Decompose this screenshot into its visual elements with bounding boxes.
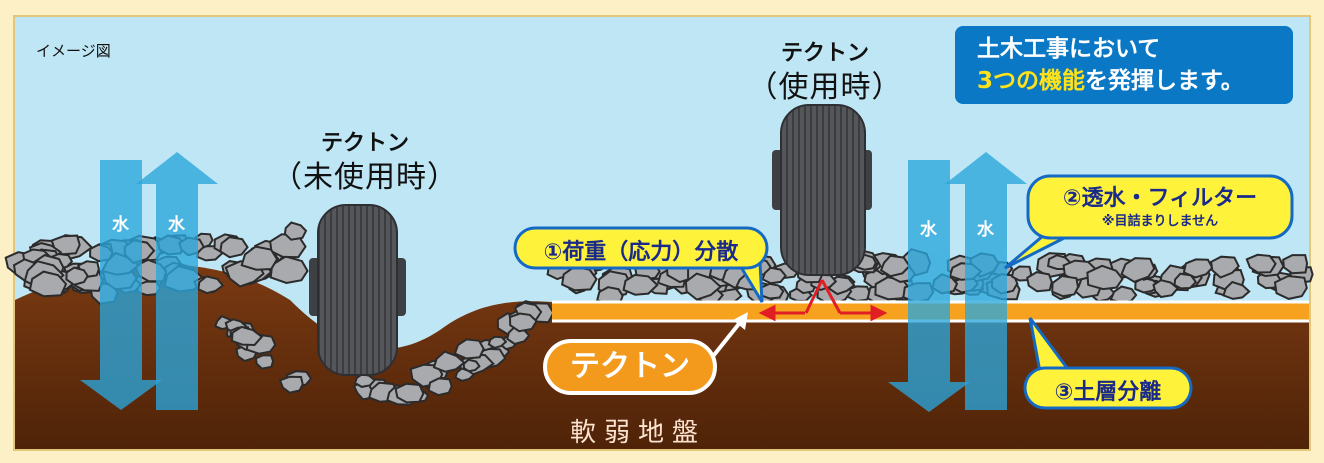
tire-used: [772, 104, 872, 276]
stone: [394, 382, 425, 404]
callout-permeability-note: ※目詰まりしません: [1101, 214, 1219, 229]
stone: [453, 338, 485, 360]
stone: [283, 221, 308, 241]
headline-rest: を発揮します。: [1085, 68, 1244, 94]
tire-used-state: （使用時）: [747, 70, 903, 105]
stone: [278, 375, 304, 394]
tecton-badge-label: テクトン: [570, 349, 690, 384]
headline-line-2: 3つの機能を発揮します。: [977, 65, 1293, 97]
stone: [1120, 257, 1156, 283]
stone: [1282, 254, 1309, 275]
stone: [487, 335, 508, 349]
callout-soil-separation: [1023, 317, 1193, 410]
stone: [240, 245, 279, 271]
water-label-4: 水: [977, 220, 994, 240]
stone: [1051, 274, 1080, 298]
stone: [761, 266, 787, 285]
tire-used-name: テクトン: [780, 41, 869, 66]
callout-load-label: ①荷重（応力）分散: [543, 240, 739, 265]
stone: [462, 358, 481, 373]
stone: [197, 275, 225, 295]
callout-load-dispersion: [513, 226, 769, 303]
stone: [1245, 253, 1277, 274]
stone: [879, 254, 911, 278]
stone: [622, 273, 659, 296]
water-arrow-down-right: [888, 160, 970, 412]
callout-permeability: [1004, 174, 1294, 270]
stone: [684, 272, 723, 301]
tecton-label-badge: [543, 312, 748, 395]
stone: [1026, 271, 1053, 293]
ground-label: 軟弱地盤: [570, 418, 707, 448]
stone: [1222, 280, 1251, 300]
stone: [758, 282, 785, 300]
stone: [254, 354, 275, 370]
water-arrow-up-right: [945, 152, 1027, 410]
stress-dispersion-arrows: [758, 279, 888, 322]
water-label-2: 水: [168, 215, 185, 235]
stone: [65, 266, 89, 286]
headline-highlight: 3つの機能: [977, 68, 1086, 94]
stone: [1210, 255, 1240, 279]
stone: [1134, 276, 1161, 294]
stone: [28, 270, 68, 298]
headline-box: 土木工事において 3つの機能を発揮します。: [955, 26, 1293, 104]
image-caption: イメージ図: [36, 42, 111, 60]
callout-separation-label: ③土層分離: [1054, 380, 1162, 405]
water-arrow-up-left: [136, 152, 218, 410]
stone: [508, 312, 538, 333]
stone: [432, 350, 466, 373]
tire-unused-state: （未使用時）: [272, 160, 458, 195]
stone: [1182, 258, 1214, 279]
stone: [219, 236, 249, 259]
callout-permeability-label: ②透水・フィルター: [1062, 186, 1258, 211]
stone: [427, 377, 453, 397]
tire-unused: [309, 204, 406, 376]
stone: [230, 325, 264, 347]
water-label-1: 水: [112, 215, 129, 235]
stone: [1152, 279, 1180, 299]
stone: [1086, 264, 1124, 291]
stone: [1273, 274, 1308, 300]
stone: [1173, 272, 1198, 290]
headline-line-1: 土木工事において: [977, 36, 1161, 62]
tire-unused-name: テクトン: [320, 131, 409, 156]
water-arrow-down-left: [80, 160, 162, 410]
water-label-3: 水: [920, 220, 937, 240]
